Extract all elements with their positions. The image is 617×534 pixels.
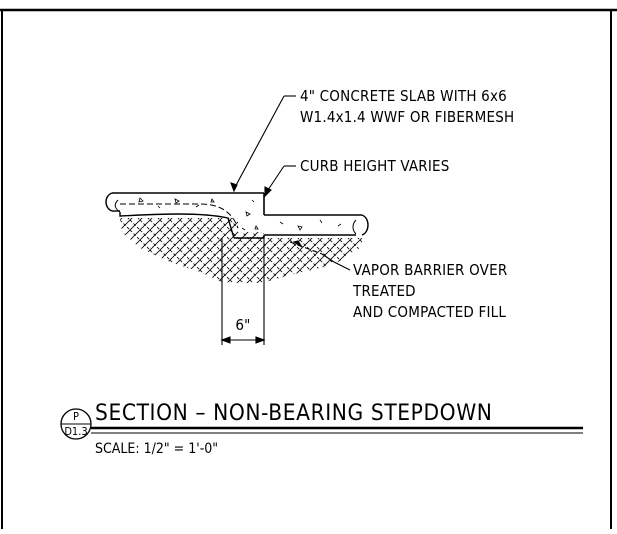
leader-lines — [230, 95, 351, 271]
vapor-note-line2: TREATED — [352, 282, 416, 300]
slab-note-line2: W1.4x1.4 WWF OR FIBERMESH — [300, 108, 514, 126]
section-letter: P — [73, 410, 79, 423]
title-underline — [91, 426, 583, 434]
concrete-slab — [105, 192, 369, 239]
sheet-border — [0, 8, 617, 529]
section-title: SECTION – NON-BEARING STEPDOWN — [95, 400, 493, 426]
dimension-label: 6" — [235, 316, 250, 334]
scale-note: SCALE: 1/2" = 1'-0" — [95, 441, 218, 457]
sheet-reference: D1.3 — [64, 425, 87, 438]
slab-note-line1: 4" CONCRETE SLAB WITH 6x6 — [300, 87, 507, 105]
vapor-note-line1: VAPOR BARRIER OVER — [353, 261, 507, 279]
vapor-note-line3: AND COMPACTED FILL — [353, 303, 506, 321]
width-dimension — [220, 238, 266, 345]
section-callout-bubble — [60, 408, 92, 440]
curb-note: CURB HEIGHT VARIES — [300, 157, 450, 175]
